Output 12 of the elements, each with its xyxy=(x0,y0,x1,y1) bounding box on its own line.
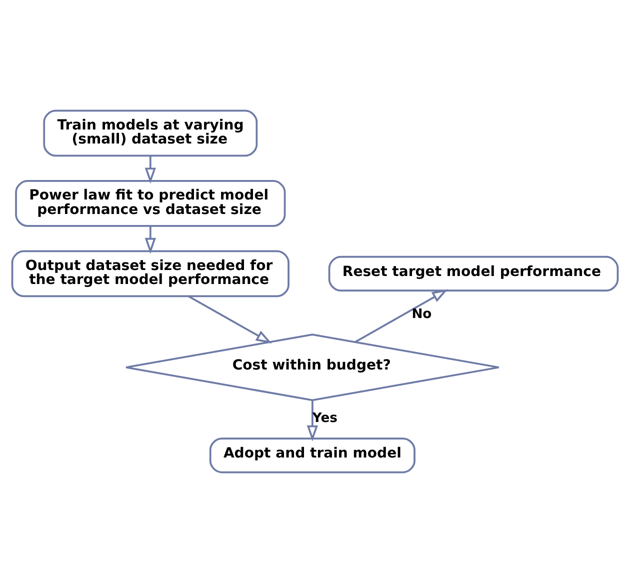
node-box: Reset target model performance xyxy=(328,255,619,291)
node-box: Train models at varying (small) dataset size xyxy=(43,109,258,156)
arrow xyxy=(144,155,156,184)
arrow xyxy=(354,288,448,342)
arrow xyxy=(144,226,156,254)
arrow xyxy=(188,295,272,343)
node-box: Output dataset size needed for the target model performance xyxy=(11,250,290,297)
node-diamond: Cost within budget? xyxy=(125,333,500,401)
edge-label: No xyxy=(412,306,432,322)
node-box: Power law fit to predict model performance vs dataset size xyxy=(15,180,286,226)
arrow xyxy=(306,400,318,441)
node-box: Adopt and train model xyxy=(209,437,416,473)
